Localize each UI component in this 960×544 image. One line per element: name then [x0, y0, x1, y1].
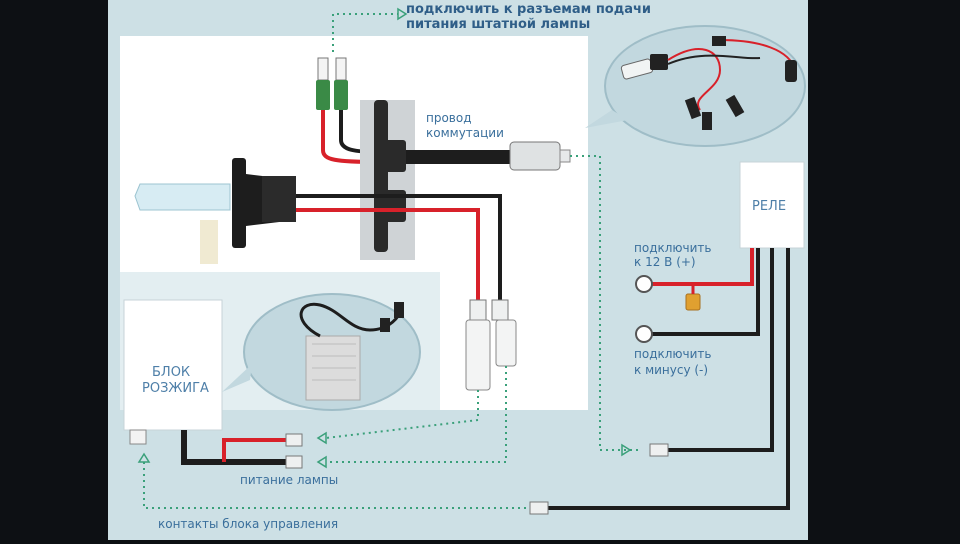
- plus-label-line2: к 12 В (+): [634, 255, 696, 269]
- ballast-label-line1: БЛОК: [152, 365, 190, 380]
- leader-lamp-red: [325, 390, 479, 439]
- relay-wire-plus: [650, 248, 754, 286]
- ballast-block: [123, 299, 223, 431]
- minus-label-line1: подключить: [634, 347, 711, 361]
- leader-commutation: [570, 155, 640, 451]
- ballast-pin-red: [285, 433, 303, 447]
- top-callout-leader: [332, 13, 398, 52]
- commutation-connector: [509, 141, 571, 171]
- top-callout-line1: подключить к разъемам подачи: [406, 2, 651, 17]
- grommet-upper: [384, 140, 406, 172]
- relay-wire-minus: [650, 248, 760, 336]
- wire-label-line1: провод: [426, 111, 472, 125]
- arrow-lamp-red: [316, 431, 327, 445]
- xenon-bulb: [134, 158, 296, 264]
- harness-photo: [620, 36, 797, 130]
- ring-terminal-minus: [635, 325, 653, 343]
- ballast-callout-pointer: [222, 364, 252, 392]
- control-label: контакты блока управления: [158, 517, 338, 531]
- commutation-wire: [406, 150, 510, 164]
- relay-label: РЕЛЕ: [752, 199, 786, 214]
- relay-block: [739, 161, 805, 249]
- arrow-control: [137, 452, 151, 463]
- ballast-label-line2: РОЗЖИГА: [142, 381, 209, 396]
- bulb-connectors: [465, 299, 517, 391]
- callout-pointer: [585, 110, 628, 128]
- wire-label-line2: коммутации: [426, 126, 504, 140]
- lamp-power-label: питание лампы: [240, 473, 338, 487]
- top-callout-line2: питания штатной лампы: [406, 17, 590, 32]
- leader-lamp-black: [326, 366, 507, 463]
- relay-wire-lamp: [668, 248, 774, 452]
- ballast-wire-red: [222, 438, 290, 462]
- relay-wire-control: [548, 248, 790, 510]
- ballast-photo: [299, 302, 404, 401]
- arrow-lamp-black: [316, 455, 327, 469]
- minus-label-line2: к минусу (-): [634, 363, 708, 377]
- ballast-pin-black: [285, 455, 303, 469]
- bulb-wire-black: [296, 194, 502, 300]
- mount-bracket: [374, 100, 388, 252]
- plus-label-line1: подключить: [634, 241, 711, 255]
- fuse: [685, 293, 701, 311]
- arrow-commutation: [621, 443, 632, 457]
- relay-pin-lamp: [649, 443, 669, 457]
- ring-terminal-plus: [635, 275, 653, 293]
- ballast-control-socket: [129, 429, 147, 445]
- bulb-wire-red: [296, 208, 480, 300]
- relay-pin-control: [529, 501, 549, 515]
- top-callout-arrow: [397, 7, 408, 21]
- ballast-wire-black: [181, 430, 290, 465]
